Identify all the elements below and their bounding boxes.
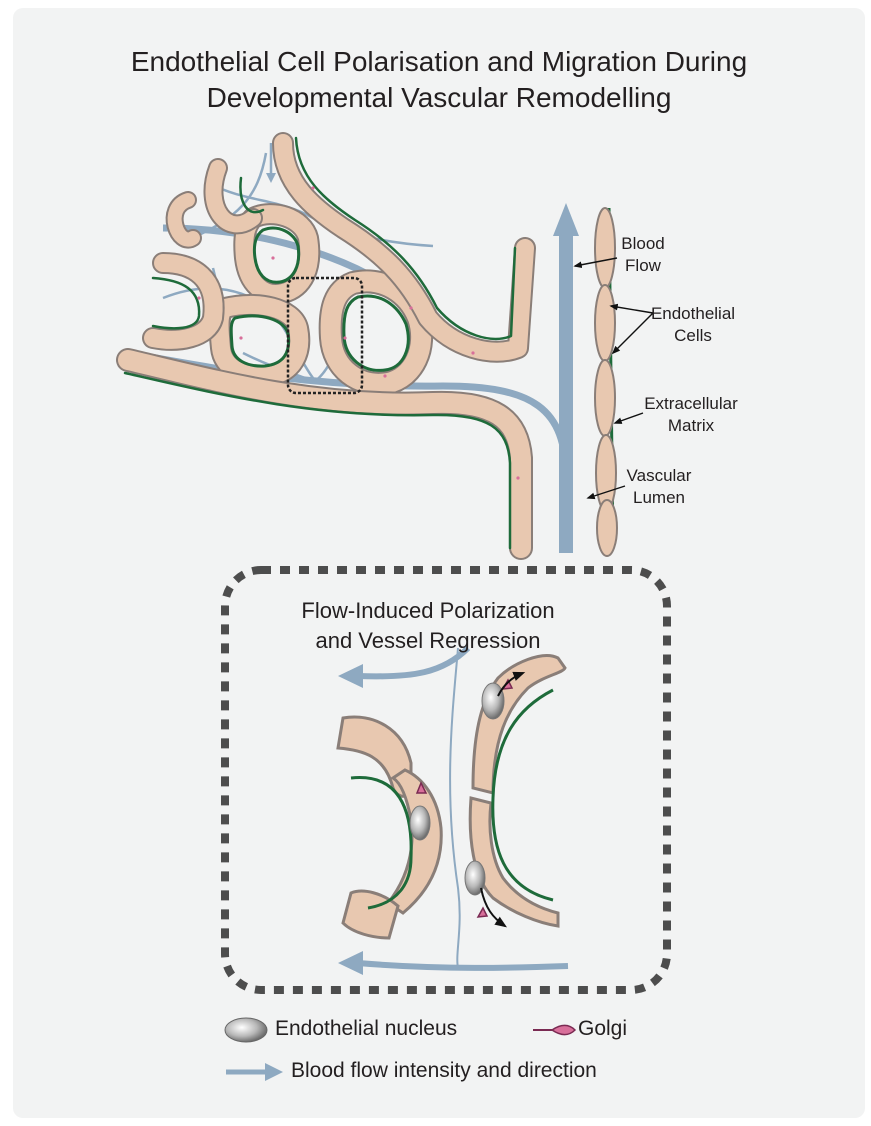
golgi-legend-icon bbox=[533, 1026, 575, 1035]
label-blood-flow: Blood Flow bbox=[613, 233, 673, 277]
inset-title-line1: Flow-Induced Polarization bbox=[228, 596, 628, 626]
vascular-network bbox=[125, 138, 617, 556]
legend-flow-label: Blood flow intensity and direction bbox=[291, 1059, 597, 1083]
diagram-canvas bbox=[13, 8, 865, 1118]
legend-nucleus-label: Endothelial nucleus bbox=[275, 1017, 457, 1041]
flow-legend-icon bbox=[226, 1063, 283, 1081]
label-extracellular-matrix: Extracellular Matrix bbox=[631, 393, 751, 437]
label-vascular-lumen: Vascular Lumen bbox=[619, 465, 699, 509]
legend-golgi-label: Golgi bbox=[578, 1017, 627, 1041]
figure-title-line2: Developmental Vascular Remodelling bbox=[13, 82, 865, 114]
figure-panel: Endothelial Cell Polarisation and Migrat… bbox=[13, 8, 865, 1118]
nucleus-legend-icon bbox=[225, 1018, 267, 1042]
figure-title-line1: Endothelial Cell Polarisation and Migrat… bbox=[13, 46, 865, 78]
label-endothelial-cells: Endothelial Cells bbox=[643, 303, 743, 347]
inset-title-line2: and Vessel Regression bbox=[228, 626, 628, 656]
